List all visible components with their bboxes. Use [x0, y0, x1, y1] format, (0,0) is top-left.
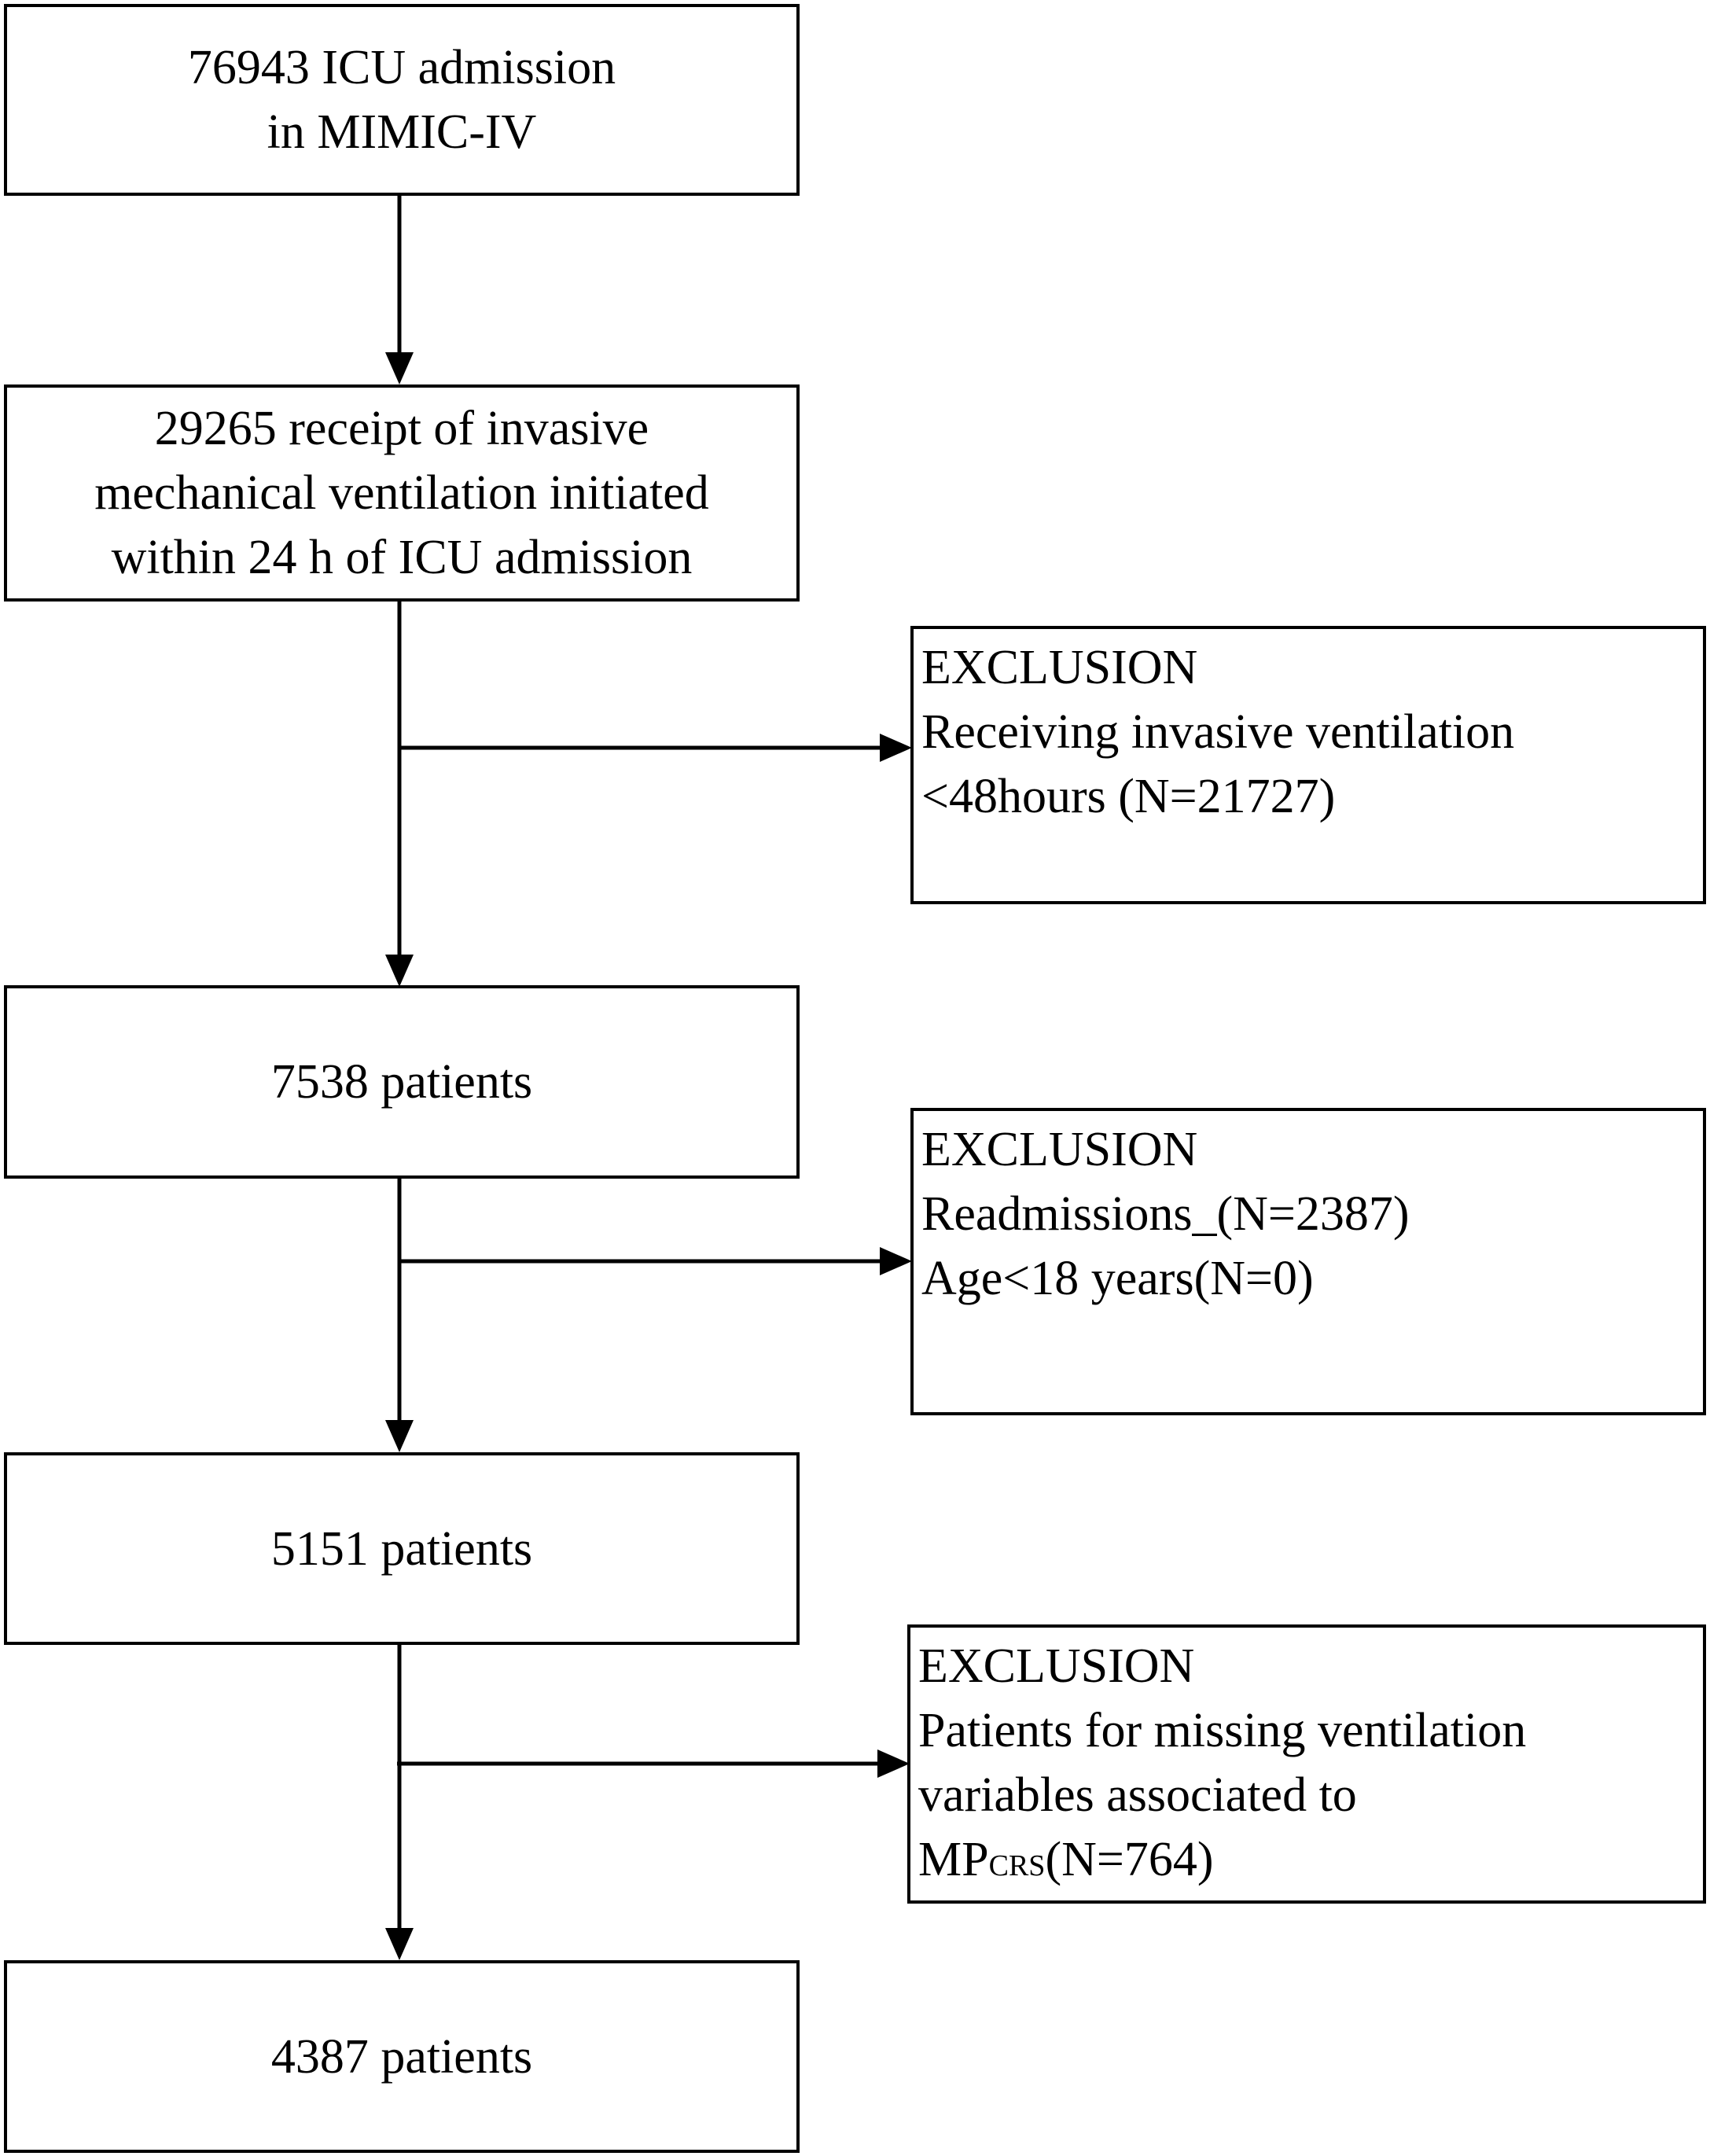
box-text-line: within 24 h of ICU admission: [111, 531, 693, 584]
exclusion-box-missing-variables: EXCLUSION Patients for missing ventilati…: [907, 1624, 1706, 1904]
arrowhead-down-1: [385, 352, 414, 384]
arrowhead-right-2: [880, 1247, 912, 1275]
box-text-line: 29265 receipt of invasive: [154, 402, 649, 455]
box-text-line: 7538 patients: [270, 1055, 533, 1109]
exclusion-heading: EXCLUSION: [921, 1123, 1198, 1176]
exclusion-text-line: Receiving invasive ventilation: [921, 705, 1515, 759]
exclusion-text-line-mp: MPCRS(N=764): [918, 1827, 1703, 1898]
box-text-line: 76943 ICU admission: [187, 41, 616, 94]
main-box-admissions: 76943 ICU admission in MIMIC-IV: [4, 4, 800, 196]
mp-subscript: CRS: [988, 1849, 1046, 1882]
main-box-5151-patients: 5151 patients: [4, 1452, 800, 1645]
main-box-ventilation: 29265 receipt of invasive mechanical ven…: [4, 384, 800, 602]
exclusion-text-line: variables associated to: [918, 1768, 1357, 1822]
main-box-7538-patients: 7538 patients: [4, 985, 800, 1179]
box-text-line: in MIMIC-IV: [267, 105, 537, 159]
exclusion-heading: EXCLUSION: [921, 641, 1198, 694]
exclusion-box-readmissions: EXCLUSION Readmissions_(N=2387) Age<18 y…: [910, 1108, 1706, 1415]
main-box-4387-patients: 4387 patients: [4, 1960, 800, 2153]
box-text-line: 5151 patients: [270, 1521, 533, 1576]
arrowhead-down-3: [385, 1420, 414, 1452]
exclusion-box-short-ventilation: EXCLUSION Receiving invasive ventilation…: [910, 626, 1706, 904]
box-text-line: mechanical ventilation initiated: [94, 466, 709, 520]
arrowhead-down-2: [385, 955, 414, 987]
arrowhead-right-3: [877, 1749, 910, 1778]
exclusion-text-line: Readmissions_(N=2387): [921, 1187, 1410, 1241]
arrowhead-right-1: [880, 734, 912, 762]
exclusion-text-line: <48hours (N=21727): [921, 770, 1336, 823]
exclusion-text-line: Patients for missing ventilation: [918, 1704, 1527, 1757]
mp-count: (N=764): [1045, 1833, 1214, 1886]
exclusion-text-line: Age<18 years(N=0): [921, 1252, 1314, 1305]
arrowhead-down-4: [385, 1928, 414, 1960]
box-text-line: 4387 patients: [270, 2029, 533, 2084]
mp-label: MP: [918, 1833, 989, 1886]
exclusion-heading: EXCLUSION: [918, 1639, 1195, 1693]
